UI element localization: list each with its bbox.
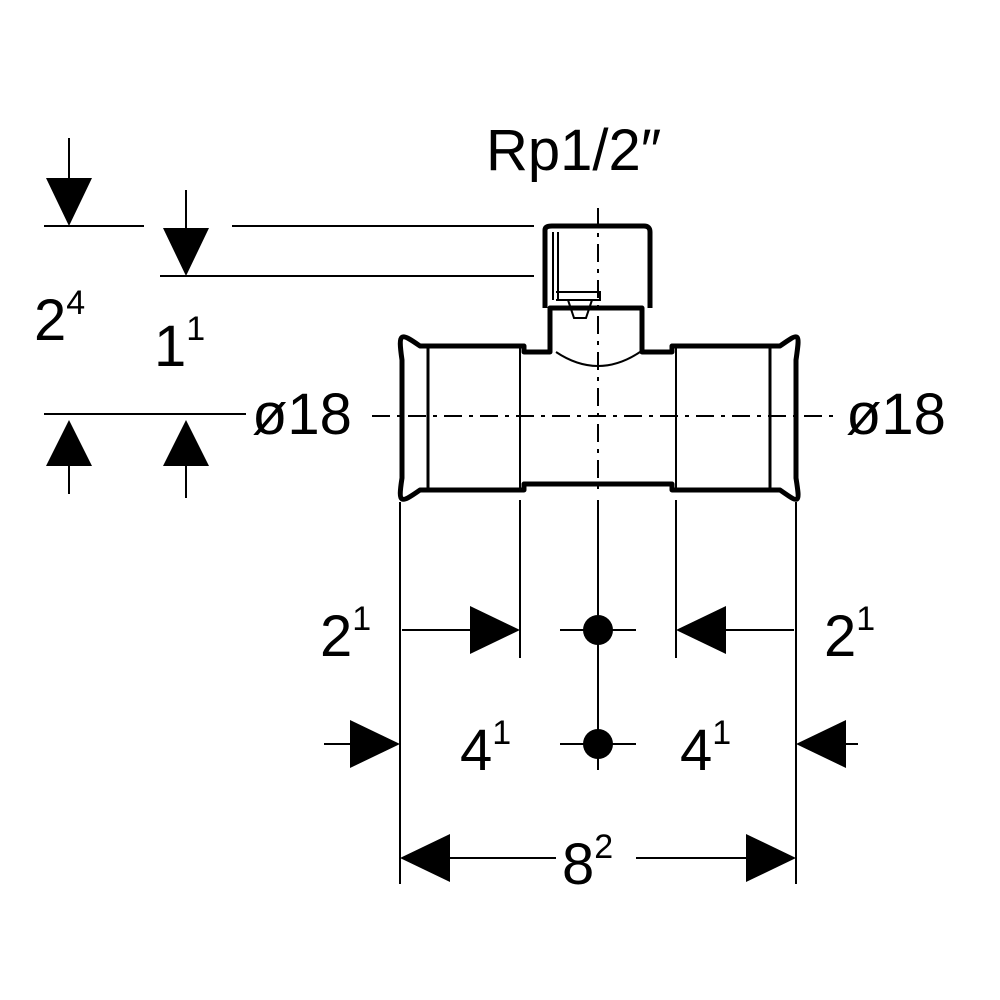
- height-total-label: 24: [34, 284, 85, 353]
- height-dimensions: 24 11: [34, 138, 534, 498]
- thread-end: [556, 291, 601, 301]
- tee-fitting-body: [397, 223, 801, 502]
- thread-size-label: Rp1/2″: [486, 118, 661, 183]
- diameter-left-label: ø18: [252, 382, 352, 447]
- arrow-socket-right: [676, 606, 726, 654]
- center-mark-dot-1: [583, 615, 613, 645]
- total-length-dimension: 82: [400, 828, 796, 897]
- arrow-total-left: [400, 834, 450, 882]
- arrow-half-right: [796, 720, 846, 768]
- center-mark-dot-2: [583, 729, 613, 759]
- thread-chamfer: [567, 299, 593, 319]
- diameter-right-label: ø18: [846, 382, 946, 447]
- arrow-up-branch: [163, 420, 209, 466]
- arrow-down-total: [46, 178, 92, 226]
- arrow-total-right: [746, 834, 796, 882]
- arrow-socket-left: [470, 606, 520, 654]
- main-run-outline: [397, 305, 801, 502]
- socket-dimensions: 21 21: [320, 600, 875, 669]
- height-branch-label: 11: [154, 310, 205, 379]
- arrow-down-branch: [163, 228, 209, 276]
- socket-left-label: 21: [320, 600, 371, 669]
- length-total-label: 82: [562, 828, 613, 897]
- arrow-half-left: [350, 720, 400, 768]
- length-extension-lines: [399, 500, 797, 884]
- half-right-label: 41: [680, 714, 731, 783]
- arrow-up-total: [46, 420, 92, 466]
- socket-right-label: 21: [824, 600, 875, 669]
- half-length-dimensions: 41 41: [324, 714, 858, 783]
- half-left-label: 41: [460, 714, 511, 783]
